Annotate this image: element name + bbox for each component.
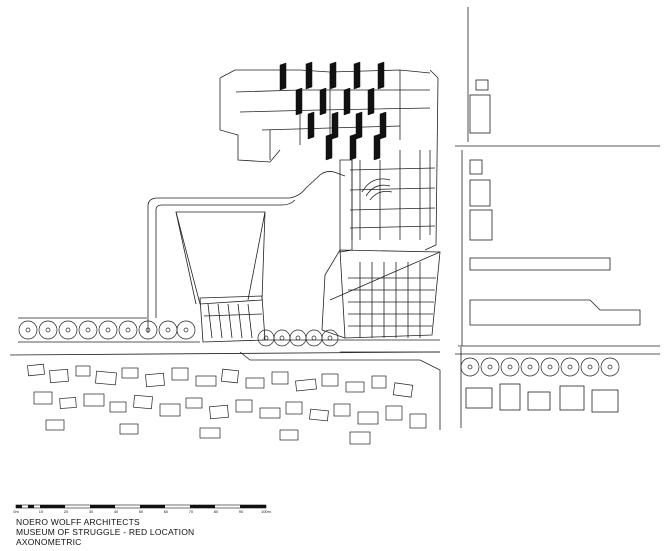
title-line-view: AXONOMETRIC — [16, 537, 82, 547]
scale-bar-label: 80 — [214, 509, 219, 514]
title-block: NOERO WOLFF ARCHITECTS MUSEUM OF STRUGGL… — [16, 517, 194, 547]
scale-bar-label: 50 — [139, 509, 144, 514]
scale-bar-label: 20 — [64, 509, 69, 514]
tree-row-right — [460, 357, 620, 377]
scale-bar-label: 60 — [164, 509, 169, 514]
scale-bar-label: 0m — [13, 509, 19, 514]
township-houses — [27, 363, 427, 445]
scale-bar-label: 30 — [89, 509, 94, 514]
scale-bar-label: 90 — [239, 509, 244, 514]
scale-bar-labels: 0m 10 20 30 40 50 60 70 80 90 100m — [13, 509, 271, 514]
scale-bar-label: 70 — [189, 509, 194, 514]
tree-rows — [18, 320, 620, 377]
tree-row-center — [257, 329, 339, 347]
scale-bar: 0m 10 20 30 40 50 60 70 80 90 100m — [13, 504, 272, 514]
scale-bar-label: 100m — [261, 509, 272, 514]
tree-row-left — [18, 320, 196, 340]
scale-bar-label: 40 — [114, 509, 119, 514]
tower-fins — [279, 61, 387, 161]
title-line-project: MUSEUM OF STRUGGLE - RED LOCATION — [16, 527, 195, 537]
title-line-architects: NOERO WOLFF ARCHITECTS — [16, 517, 140, 527]
scale-bar-label: 10 — [39, 509, 44, 514]
